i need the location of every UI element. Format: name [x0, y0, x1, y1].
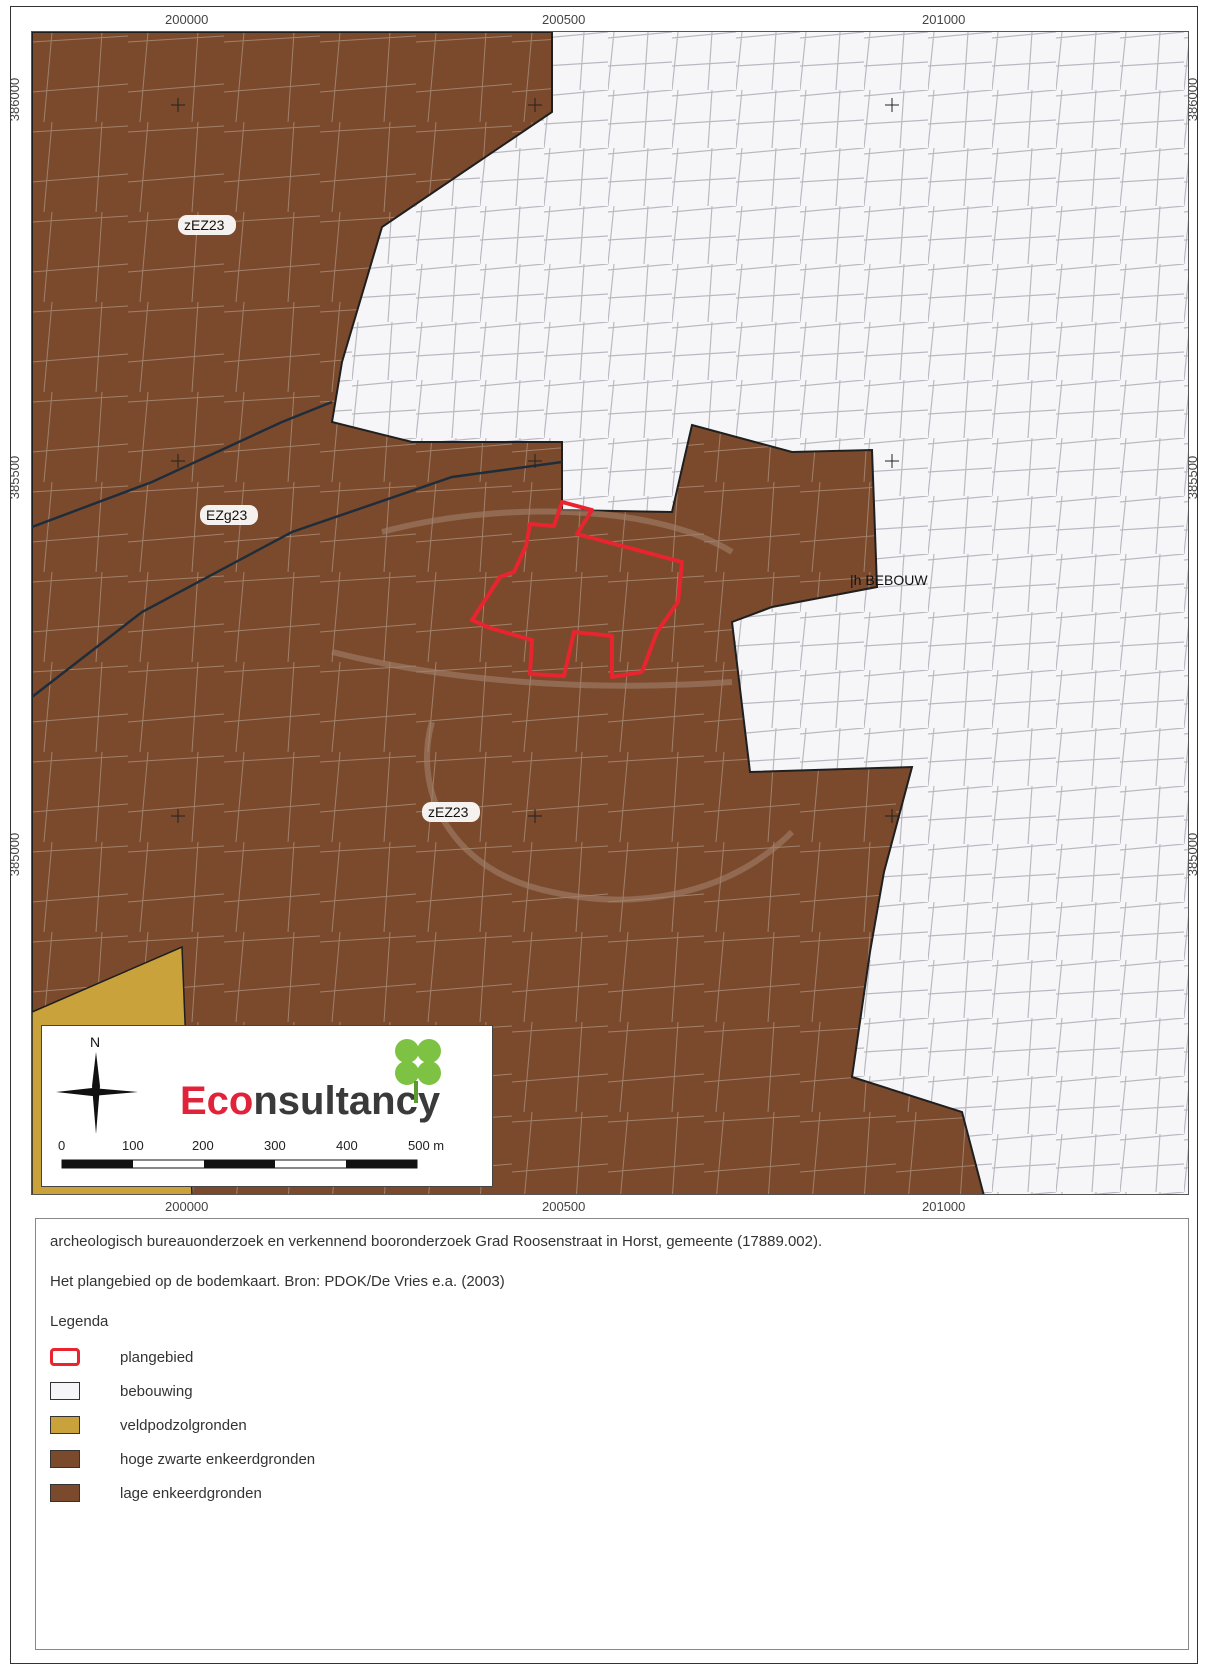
- x-coord-top-3: 201000: [922, 12, 966, 27]
- x-coord-bottom-1: 200000: [165, 1199, 209, 1214]
- logo-panel: N Econsultancy 0 100 200 300 400 500 m: [41, 1025, 493, 1187]
- railway-line: [32, 400, 333, 529]
- scale-tick-400: 400: [336, 1138, 358, 1153]
- legend-label-plangebied: plangebied: [120, 1348, 194, 1366]
- plangebied-outline: [470, 500, 684, 679]
- caption-project: archeologisch bureauonderzoek en verkenn…: [50, 1233, 823, 1250]
- x-coord-top-2: 200500: [542, 12, 586, 27]
- legend-swatch-lage-enkeerdgronden: [50, 1484, 80, 1502]
- scale-tick-100: 100: [122, 1138, 144, 1153]
- scale-tick-300: 300: [264, 1138, 286, 1153]
- x-coord-top-1: 200000: [165, 12, 209, 27]
- legend-swatch-bebouwing: [50, 1382, 80, 1400]
- soil-label-zez23-top: zEZ23: [184, 217, 225, 233]
- legend-item-lage-enkeerdgronden: lage enkeerdgronden: [50, 1476, 1174, 1510]
- legend-item-plangebied: plangebied: [50, 1340, 1174, 1374]
- road-line: [32, 460, 563, 698]
- north-arrow-icon: [56, 1052, 138, 1134]
- soil-map: zEZ23 EZg23 zEZ23 |h BEBOUW: [32, 32, 1188, 1194]
- legend-label-lage-enkeerdgronden: lage enkeerdgronden: [120, 1484, 262, 1502]
- scale-tick-0: 0: [58, 1138, 65, 1153]
- brand-suffix: nsultancy: [253, 1079, 440, 1123]
- legend-swatch-hoge-zwarte-enkeerdgronden: [50, 1450, 80, 1468]
- y-coord-left-2: 385500: [7, 455, 23, 500]
- north-label: N: [90, 1034, 100, 1050]
- legend-label-hoge-zwarte-enkeerdgronden: hoge zwarte enkeerdgronden: [120, 1450, 316, 1468]
- legend-title: Legenda: [50, 1313, 109, 1330]
- legend-item-veldpodzolgronden: veldpodzolgronden: [50, 1408, 1174, 1442]
- grid-crosses: [171, 98, 899, 823]
- legend-swatch-plangebied: [50, 1348, 80, 1366]
- x-coord-bottom-2: 200500: [542, 1199, 586, 1214]
- legend-item-hoge-zwarte-enkeerdgronden: hoge zwarte enkeerdgronden: [50, 1442, 1174, 1476]
- x-coord-bottom-3: 201000: [922, 1199, 966, 1214]
- y-coord-left-1: 386000: [7, 77, 23, 122]
- caption-legend-box: archeologisch bureauonderzoek en verkenn…: [35, 1218, 1189, 1650]
- scale-bar: [61, 1159, 418, 1169]
- caption-source: Het plangebied op de bodemkaart. Bron: P…: [50, 1273, 505, 1290]
- scale-tick-500: 500 m: [408, 1138, 444, 1153]
- brand-prefix: Eco: [180, 1079, 253, 1123]
- legend-swatch-veldpodzolgronden: [50, 1416, 80, 1434]
- brand-name: Econsultancy: [180, 1079, 441, 1123]
- soil-label-ezg23: EZg23: [206, 507, 247, 523]
- soil-label-bebouw: |h BEBOUW: [850, 572, 928, 588]
- clover-icon: [395, 1039, 441, 1103]
- y-coord-left-3: 385000: [7, 832, 23, 877]
- legend-label-bebouwing: bebouwing: [120, 1382, 193, 1400]
- legend-label-veldpodzolgronden: veldpodzolgronden: [120, 1416, 247, 1434]
- scale-tick-200: 200: [192, 1138, 214, 1153]
- map-frame[interactable]: zEZ23 EZg23 zEZ23 |h BEBOUW: [31, 31, 1189, 1195]
- legend-item-bebouwing: bebouwing: [50, 1374, 1174, 1408]
- soil-label-zez23-bottom: zEZ23: [428, 804, 469, 820]
